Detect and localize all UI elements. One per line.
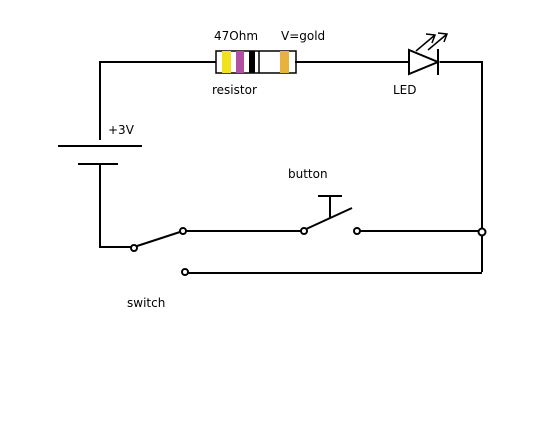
wire-top-right bbox=[440, 61, 483, 272]
switch-terminal-common bbox=[130, 244, 138, 252]
resistor bbox=[215, 50, 297, 74]
led bbox=[408, 32, 449, 76]
resistor-band-3 bbox=[249, 51, 255, 73]
button-label: button bbox=[288, 167, 328, 181]
tolerance-label: V=gold bbox=[281, 29, 326, 43]
wire-top-left bbox=[99, 61, 216, 140]
switch-terminal-top bbox=[179, 227, 187, 235]
voltage-label: +3V bbox=[108, 123, 134, 137]
led-arrow-1 bbox=[415, 34, 436, 52]
battery bbox=[58, 145, 142, 165]
switch-label: switch bbox=[127, 296, 166, 310]
right-junction bbox=[477, 227, 487, 237]
led-triangle-icon bbox=[408, 48, 441, 76]
resistance-label: 47Ohm bbox=[214, 29, 259, 43]
button bbox=[300, 195, 361, 235]
led-arrowhead-2 bbox=[437, 32, 449, 43]
button-terminal-right bbox=[353, 227, 361, 235]
led-label: LED bbox=[393, 83, 417, 97]
button-terminal-left bbox=[300, 227, 308, 235]
switch-lever bbox=[133, 230, 184, 248]
led-arrow-2 bbox=[427, 33, 448, 51]
resistor-band-1 bbox=[222, 51, 231, 73]
button-lever bbox=[303, 207, 353, 231]
led-arrowhead-1 bbox=[425, 33, 437, 44]
resistor-label: resistor bbox=[212, 83, 257, 97]
switch-terminal-bottom bbox=[181, 268, 189, 276]
resistor-body bbox=[215, 50, 297, 74]
resistor-band-2 bbox=[236, 51, 244, 73]
wire-left-bottom bbox=[99, 164, 134, 248]
switch bbox=[130, 227, 189, 276]
resistor-band-4 bbox=[280, 51, 289, 73]
